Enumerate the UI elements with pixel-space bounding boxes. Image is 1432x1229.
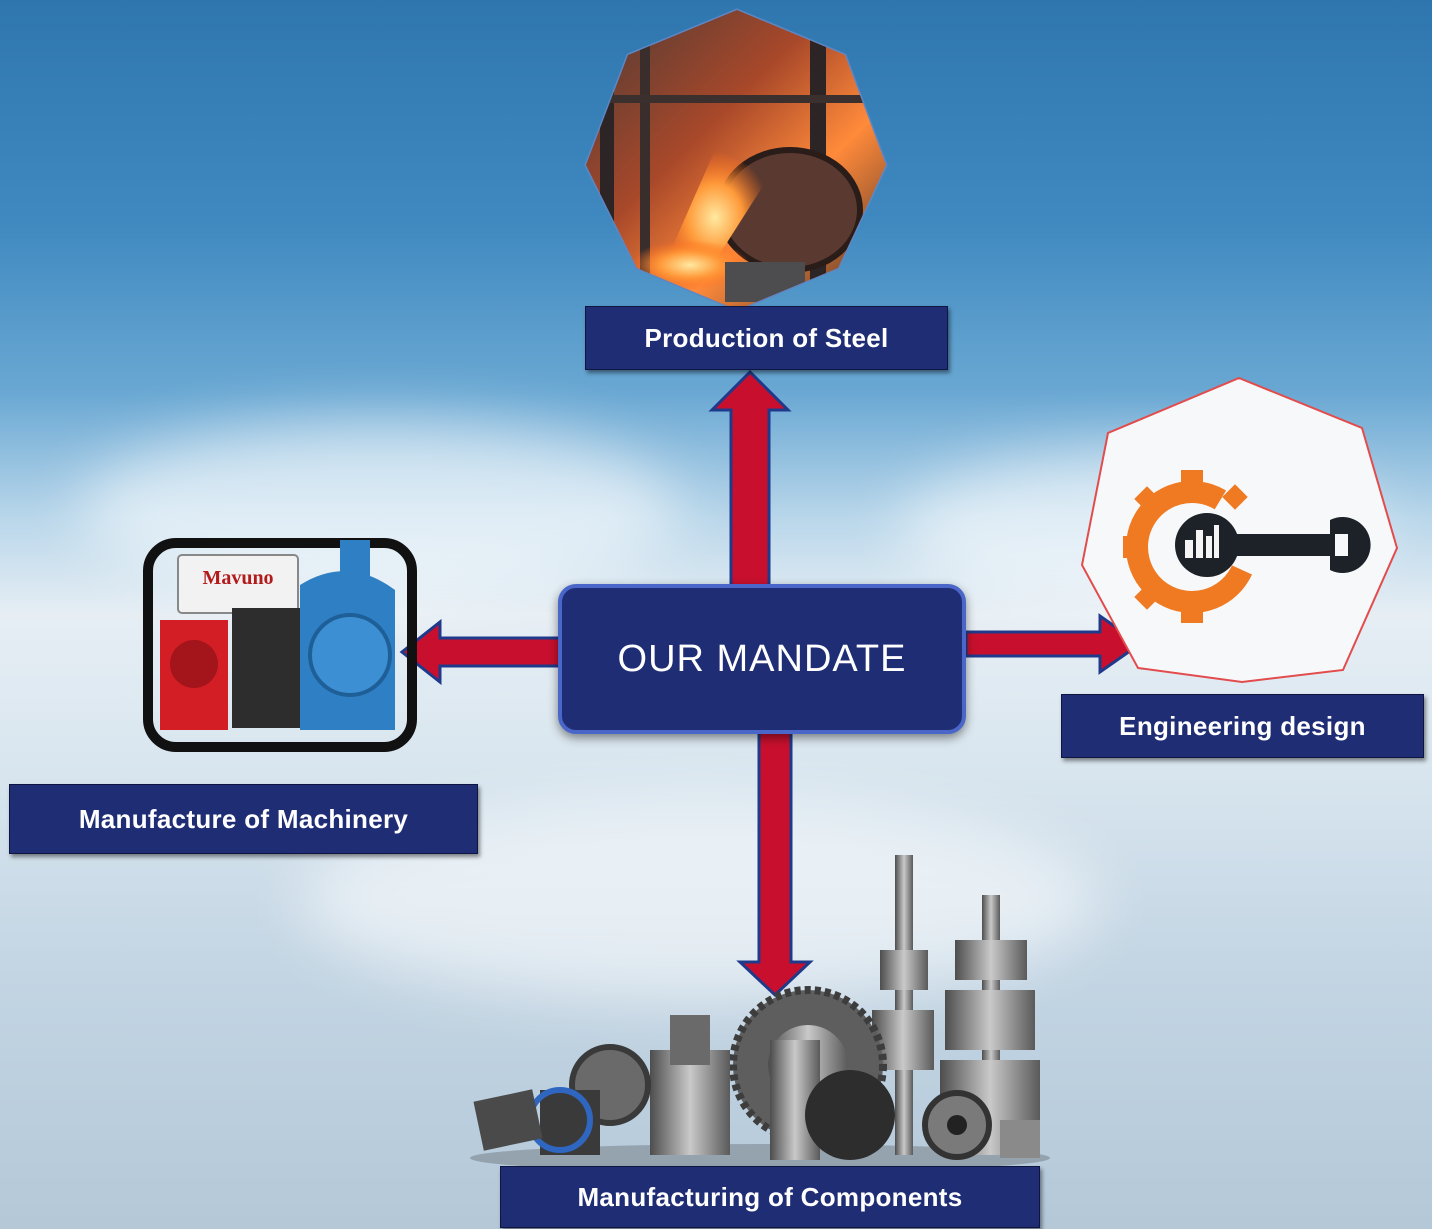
components-image xyxy=(470,855,1050,1172)
label-manufacture-of-machinery: Manufacture of Machinery xyxy=(9,784,478,854)
label-text: Engineering design xyxy=(1119,710,1366,741)
engineering-design-icon xyxy=(1080,376,1399,684)
brand-logo-text: Mavuno xyxy=(202,567,273,589)
steel-production-image xyxy=(584,8,888,312)
wrench-icon xyxy=(1175,513,1371,577)
center-mandate-box: OUR MANDATE xyxy=(558,584,966,734)
arrow-down xyxy=(736,730,814,998)
arrow-left xyxy=(399,618,562,686)
label-text: Manufacturing of Components xyxy=(577,1181,963,1212)
machinery-image: Mavuno xyxy=(143,538,417,752)
label-manufacturing-of-components: Manufacturing of Components xyxy=(500,1166,1040,1228)
arrow-up xyxy=(708,369,792,588)
label-text: Manufacture of Machinery xyxy=(78,803,409,834)
label-text: Production of Steel xyxy=(644,322,889,353)
label-production-of-steel: Production of Steel xyxy=(585,306,948,370)
arrow-right xyxy=(964,613,1143,675)
center-label: OUR MANDATE xyxy=(617,637,907,680)
label-engineering-design: Engineering design xyxy=(1061,694,1424,758)
